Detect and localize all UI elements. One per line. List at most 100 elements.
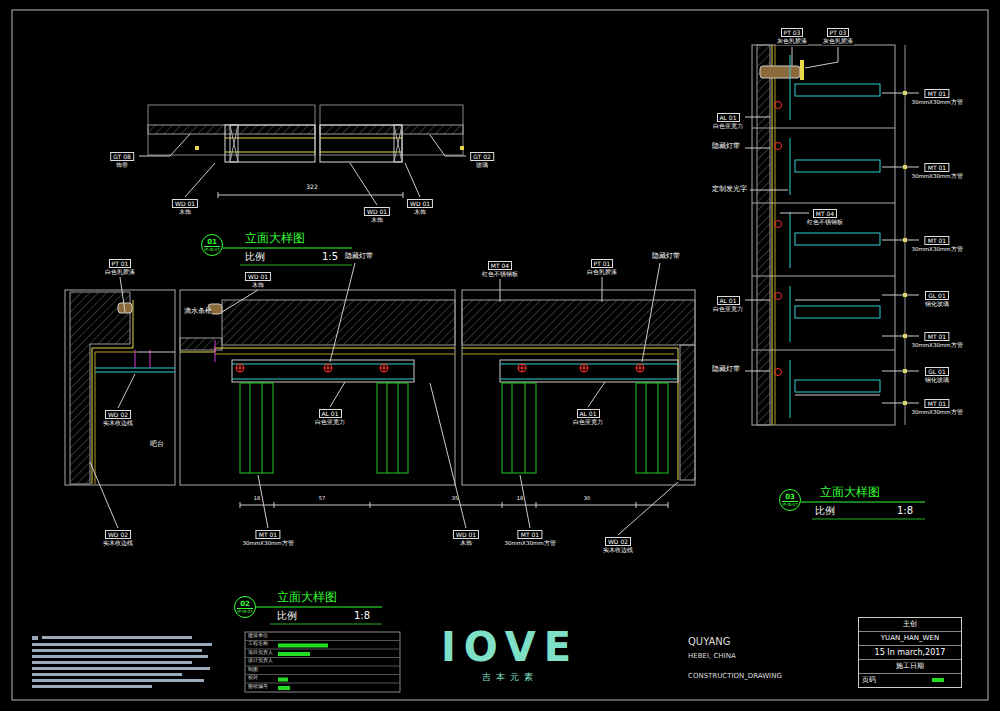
brand-logo: IOVE: [441, 627, 579, 667]
material-note: 30mmX30mm方管: [910, 246, 963, 253]
material-note: 木饰: [413, 209, 427, 216]
elevation-02: [150, 350, 151, 368]
material-code: AL 01: [717, 113, 740, 122]
elevation-02: [377, 383, 408, 473]
material-tag: AL 01白色亚克力: [314, 409, 346, 426]
material-note: 灰色乳胶漆: [776, 38, 808, 45]
material-note: 红色不锈钢板: [806, 219, 844, 226]
material-tag: WD 02实木收边线: [102, 410, 134, 427]
title-block-cell: 15 In march,2017: [859, 646, 961, 660]
plan-detail: [139, 134, 190, 156]
elevation-02: [462, 354, 674, 355]
elevation-02: [520, 475, 530, 528]
elevation-03: [795, 233, 880, 245]
elevation-02: [232, 379, 414, 380]
material-code: PT 03: [781, 28, 804, 37]
sheet-reference: IP-IB-07: [204, 246, 219, 252]
material-code: MT 04: [813, 209, 837, 218]
elevation-02: [90, 462, 118, 528]
elevation-02: [240, 502, 668, 508]
view-title-lines: [240, 265, 352, 266]
note-text: 项目负责人: [248, 651, 273, 656]
elevation-02: [222, 290, 258, 312]
elevation-02: [65, 290, 175, 485]
title-strip: [278, 678, 288, 682]
elevation-02: [387, 383, 398, 473]
view-number: 03: [785, 493, 795, 501]
elevation-02: [330, 263, 355, 362]
plan-detail: [350, 163, 377, 205]
material-note: 钢化玻璃: [924, 301, 950, 308]
elevation-03: [775, 143, 782, 150]
material-tag: GT 02玻璃: [470, 152, 494, 169]
elevation-03: [795, 84, 880, 96]
material-code: WD 01: [364, 207, 390, 216]
elevation-02: [642, 263, 660, 362]
material-note: 木饰: [178, 209, 192, 216]
material-tag: WD 02实木收边线: [602, 537, 634, 554]
note-text: 30: [584, 496, 590, 502]
material-note: 木饰: [370, 217, 384, 224]
view-title: 立面大样图: [277, 591, 337, 604]
elevation-03: [775, 369, 782, 376]
annotation: 1:5: [322, 251, 338, 262]
elevation-03: [745, 148, 788, 371]
note-text: 工程名称: [248, 642, 268, 647]
annotation: 隐藏灯带: [712, 366, 740, 373]
elevation-02: [462, 300, 695, 345]
material-tag: MT 0130mmX30mm方管: [910, 399, 963, 416]
view-title-lines: [256, 606, 382, 607]
material-code: MT 01: [925, 332, 949, 341]
elevation-02: [135, 350, 136, 368]
plan-detail: [230, 125, 238, 162]
annotation: 1:8: [897, 505, 913, 516]
elevation-02: [232, 360, 414, 382]
plan-detail: [394, 125, 402, 162]
title-strip: [278, 644, 328, 648]
elevation-02: [618, 482, 678, 535]
material-tag: GL 01钢化玻璃: [924, 367, 950, 384]
elevation-03: [795, 306, 880, 318]
title-strip: [32, 679, 204, 682]
view-title-lines: [223, 248, 925, 624]
title-strip: [42, 636, 192, 639]
title-strip: [32, 636, 38, 640]
elevation-03: [795, 380, 880, 392]
plan-detail: [405, 163, 420, 197]
elevation-02: [65, 263, 695, 535]
elevation-03: [795, 160, 880, 172]
elevation-02: [118, 374, 135, 408]
elevation-03: [757, 45, 770, 425]
plan-detail: [430, 135, 466, 156]
elevation-02: [430, 383, 466, 528]
material-code: AL 01: [577, 409, 600, 418]
material-note: 白色亚克力: [572, 419, 604, 426]
elevation-03: [772, 45, 773, 425]
elevation-03: [775, 102, 782, 109]
material-tag: MT 0130mmX30mm方管: [241, 530, 294, 547]
annotation: 吧台: [150, 441, 164, 448]
view-number-bubble: 02IP-IB-07: [234, 596, 256, 618]
elevation-02: [602, 277, 603, 302]
material-tag: MT 0130mmX30mm方管: [503, 530, 556, 547]
note-text: 建设单位: [248, 634, 268, 639]
material-tag: PT 03灰色乳胶漆: [822, 28, 854, 45]
material-tag: PT 01白色乳胶漆: [586, 259, 618, 276]
material-tag: MT 0130mmX30mm方管: [910, 236, 963, 253]
title-strip: [932, 678, 944, 682]
note-text: 35: [452, 496, 458, 502]
material-code: MT 01: [925, 399, 949, 408]
elevation-03: [745, 117, 809, 300]
elevation-02: [518, 364, 644, 372]
material-note: 灰色乳胶漆: [822, 38, 854, 45]
elevation-02: [222, 300, 455, 345]
plan-detail: [218, 192, 403, 198]
title-strip: [32, 673, 182, 676]
elevation-02: [646, 383, 658, 473]
title-block-cell: 主创: [859, 618, 961, 632]
material-code: WD 02: [105, 530, 131, 539]
annotation: 隐藏灯带: [345, 253, 373, 260]
material-tag: WD 01木饰: [407, 199, 433, 216]
title-block-cell: 页码: [859, 674, 961, 687]
